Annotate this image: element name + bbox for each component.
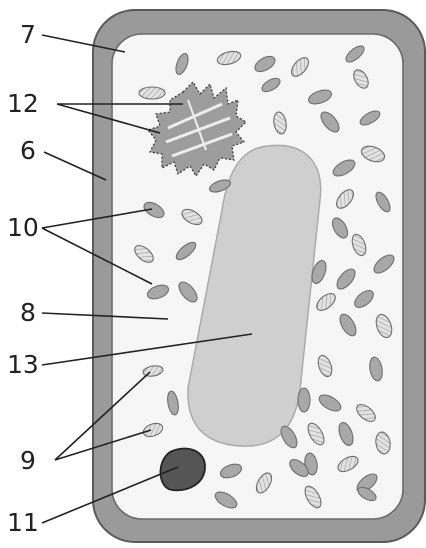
label-12: 12 xyxy=(7,89,39,118)
label-7: 7 xyxy=(20,20,36,49)
label-13: 13 xyxy=(7,350,39,379)
label-11: 11 xyxy=(7,508,39,537)
chloroplast xyxy=(139,87,165,99)
label-9: 9 xyxy=(20,446,36,475)
label-8: 8 xyxy=(20,298,36,327)
mitochondrion xyxy=(298,388,310,412)
label-6: 6 xyxy=(20,136,36,165)
label-10: 10 xyxy=(7,213,39,242)
